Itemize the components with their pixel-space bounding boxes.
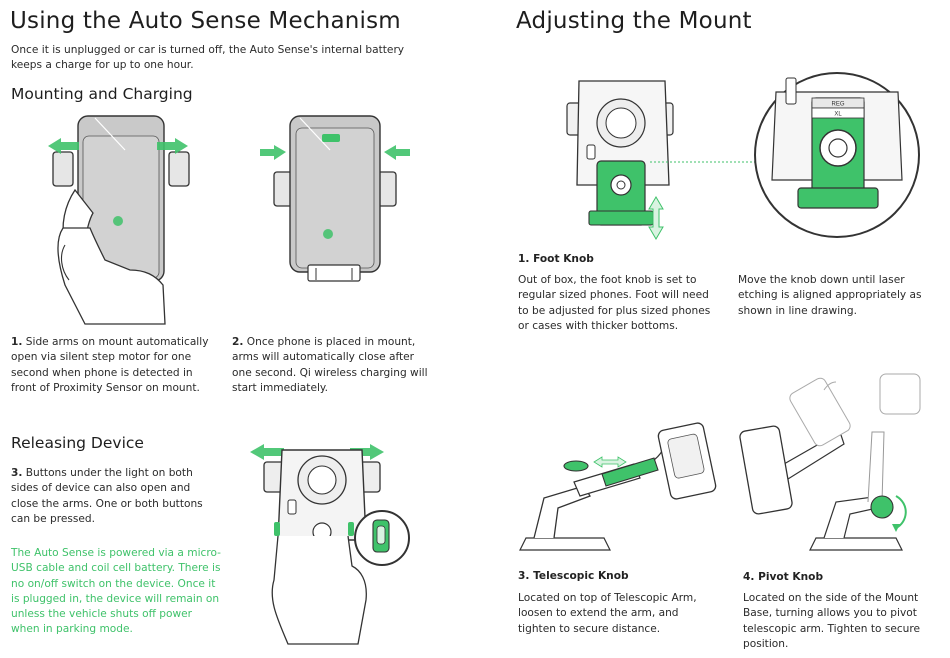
foot-knob-text: Out of box, the foot knob is set to regu… — [518, 274, 711, 332]
step1: 1. Side arms on mount automatically open… — [11, 336, 209, 394]
zoom-label-xl: XL — [834, 112, 842, 118]
telescopic-title: 3. Telescopic Knob — [518, 570, 629, 582]
foot-knob-title: 1. Foot Knob — [518, 253, 594, 265]
foot-knob-text-2: Move the knob down until laser etching i… — [738, 274, 922, 317]
illustration-foot-zoom: REG XL — [754, 72, 920, 238]
illustration-arms-close — [260, 115, 410, 282]
adjusting-title: Adjusting the Mount — [516, 8, 752, 34]
illustration-release-buttons — [250, 444, 410, 645]
releasing-heading: Releasing Device — [11, 434, 144, 452]
zoom-label-reg: REG — [831, 102, 844, 108]
power-note: The Auto Sense is powered via a micro-US… — [11, 547, 221, 636]
page-title: Using the Auto Sense Mechanism — [10, 8, 401, 34]
step3: 3. Buttons under the light on both sides… — [11, 467, 203, 525]
pivot-title: 4. Pivot Knob — [743, 571, 824, 583]
illustration-pivot-knob — [739, 373, 921, 551]
mounting-heading: Mounting and Charging — [11, 85, 193, 103]
intro-text: Once it is unplugged or car is turned of… — [11, 44, 405, 72]
zoom-dotted-line — [650, 161, 770, 163]
illustration-arms-open — [48, 115, 190, 325]
telescopic-text: Located on top of Telescopic Arm, loosen… — [518, 592, 697, 635]
illustration-foot-knob — [566, 80, 674, 240]
pivot-text: Located on the side of the Mount Base, t… — [743, 592, 921, 650]
illustration-telescopic-knob — [519, 422, 717, 551]
step2: 2. Once phone is placed in mount, arms w… — [232, 336, 428, 394]
